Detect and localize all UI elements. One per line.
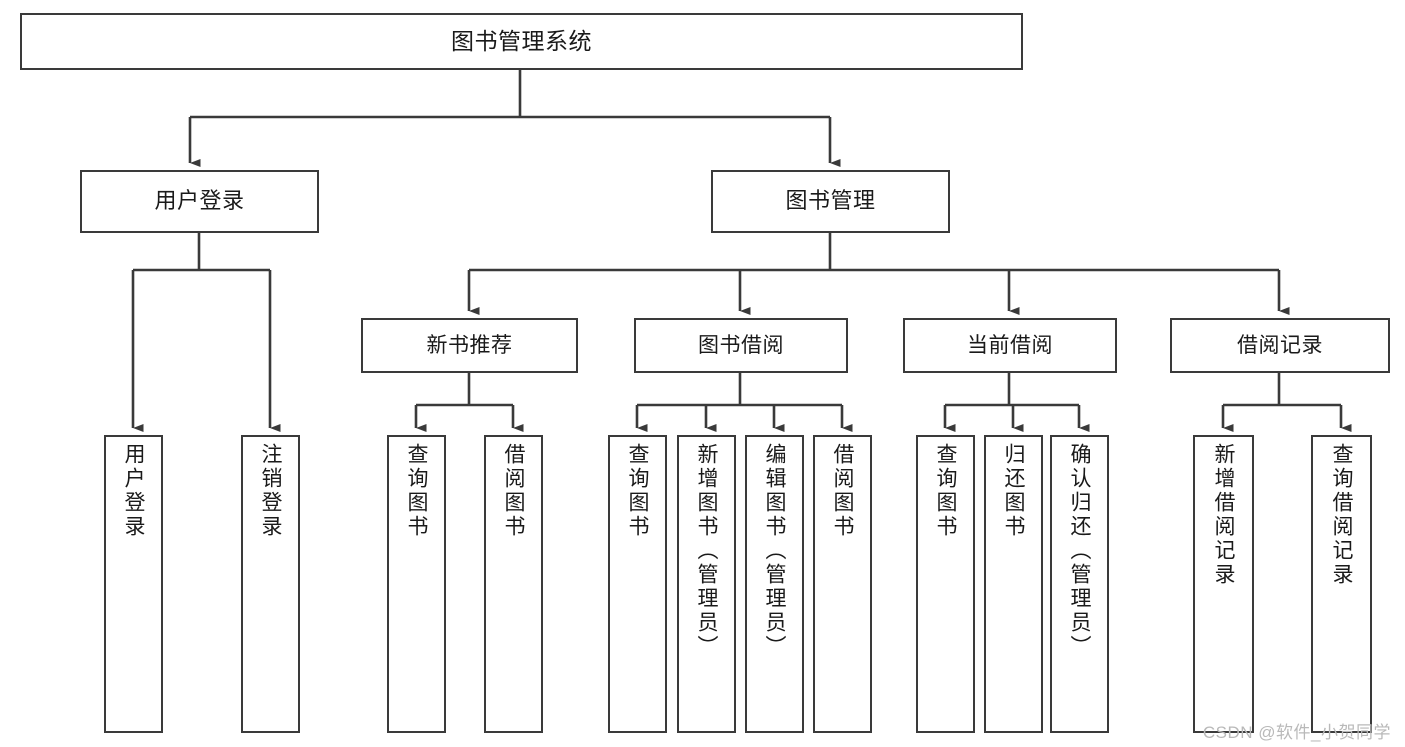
node-label: 确认归还（管理员） — [1068, 443, 1091, 659]
node-leaf-edit-book[interactable]: 编辑图书（管理员） — [745, 435, 804, 733]
node-leaf-query-book-borrow[interactable]: 查询图书 — [608, 435, 667, 733]
node-label: 图书管理 — [785, 188, 876, 214]
node-label: 借阅图书 — [831, 443, 854, 539]
node-label: 查询图书 — [626, 443, 649, 539]
node-label: 查询图书 — [934, 443, 957, 539]
node-label: 注销登录 — [259, 443, 282, 539]
node-label: 归还图书 — [1002, 443, 1025, 539]
node-label: 查询借阅记录 — [1330, 443, 1353, 587]
node-leaf-logout[interactable]: 注销登录 — [241, 435, 300, 733]
node-user-login[interactable]: 用户登录 — [80, 170, 319, 233]
node-label: 新增图书（管理员） — [695, 443, 718, 659]
node-leaf-query-borrow-record[interactable]: 查询借阅记录 — [1311, 435, 1372, 733]
node-leaf-confirm-return[interactable]: 确认归还（管理员） — [1050, 435, 1109, 733]
node-label: 图书管理系统 — [451, 27, 592, 54]
node-label: 查询图书 — [405, 443, 428, 539]
node-leaf-add-borrow-record[interactable]: 新增借阅记录 — [1193, 435, 1254, 733]
node-label: 用户登录 — [154, 188, 245, 214]
node-label: 新书推荐 — [426, 333, 513, 357]
node-label: 编辑图书（管理员） — [763, 443, 786, 659]
csdn-watermark: CSDN @软件_小贺同学 — [1202, 723, 1391, 742]
node-leaf-borrow-book-recommend[interactable]: 借阅图书 — [484, 435, 543, 733]
node-current-borrow[interactable]: 当前借阅 — [903, 318, 1117, 373]
node-book-manage[interactable]: 图书管理 — [711, 170, 950, 233]
node-leaf-user-login[interactable]: 用户登录 — [104, 435, 163, 733]
node-label: 图书借阅 — [698, 333, 784, 357]
node-book-borrow[interactable]: 图书借阅 — [634, 318, 848, 373]
node-new-book-recommend[interactable]: 新书推荐 — [361, 318, 578, 373]
node-leaf-query-book-current[interactable]: 查询图书 — [916, 435, 975, 733]
node-borrow-record[interactable]: 借阅记录 — [1170, 318, 1390, 373]
node-root-system[interactable]: 图书管理系统 — [20, 13, 1023, 70]
node-label: 新增借阅记录 — [1212, 443, 1235, 587]
node-label: 用户登录 — [122, 443, 145, 539]
node-label: 借阅图书 — [502, 443, 525, 539]
node-label: 借阅记录 — [1237, 333, 1323, 357]
node-leaf-borrow-book[interactable]: 借阅图书 — [813, 435, 872, 733]
node-leaf-add-book[interactable]: 新增图书（管理员） — [677, 435, 736, 733]
node-leaf-query-book-recommend[interactable]: 查询图书 — [387, 435, 446, 733]
node-label: 当前借阅 — [967, 333, 1053, 357]
node-leaf-return-book[interactable]: 归还图书 — [984, 435, 1043, 733]
